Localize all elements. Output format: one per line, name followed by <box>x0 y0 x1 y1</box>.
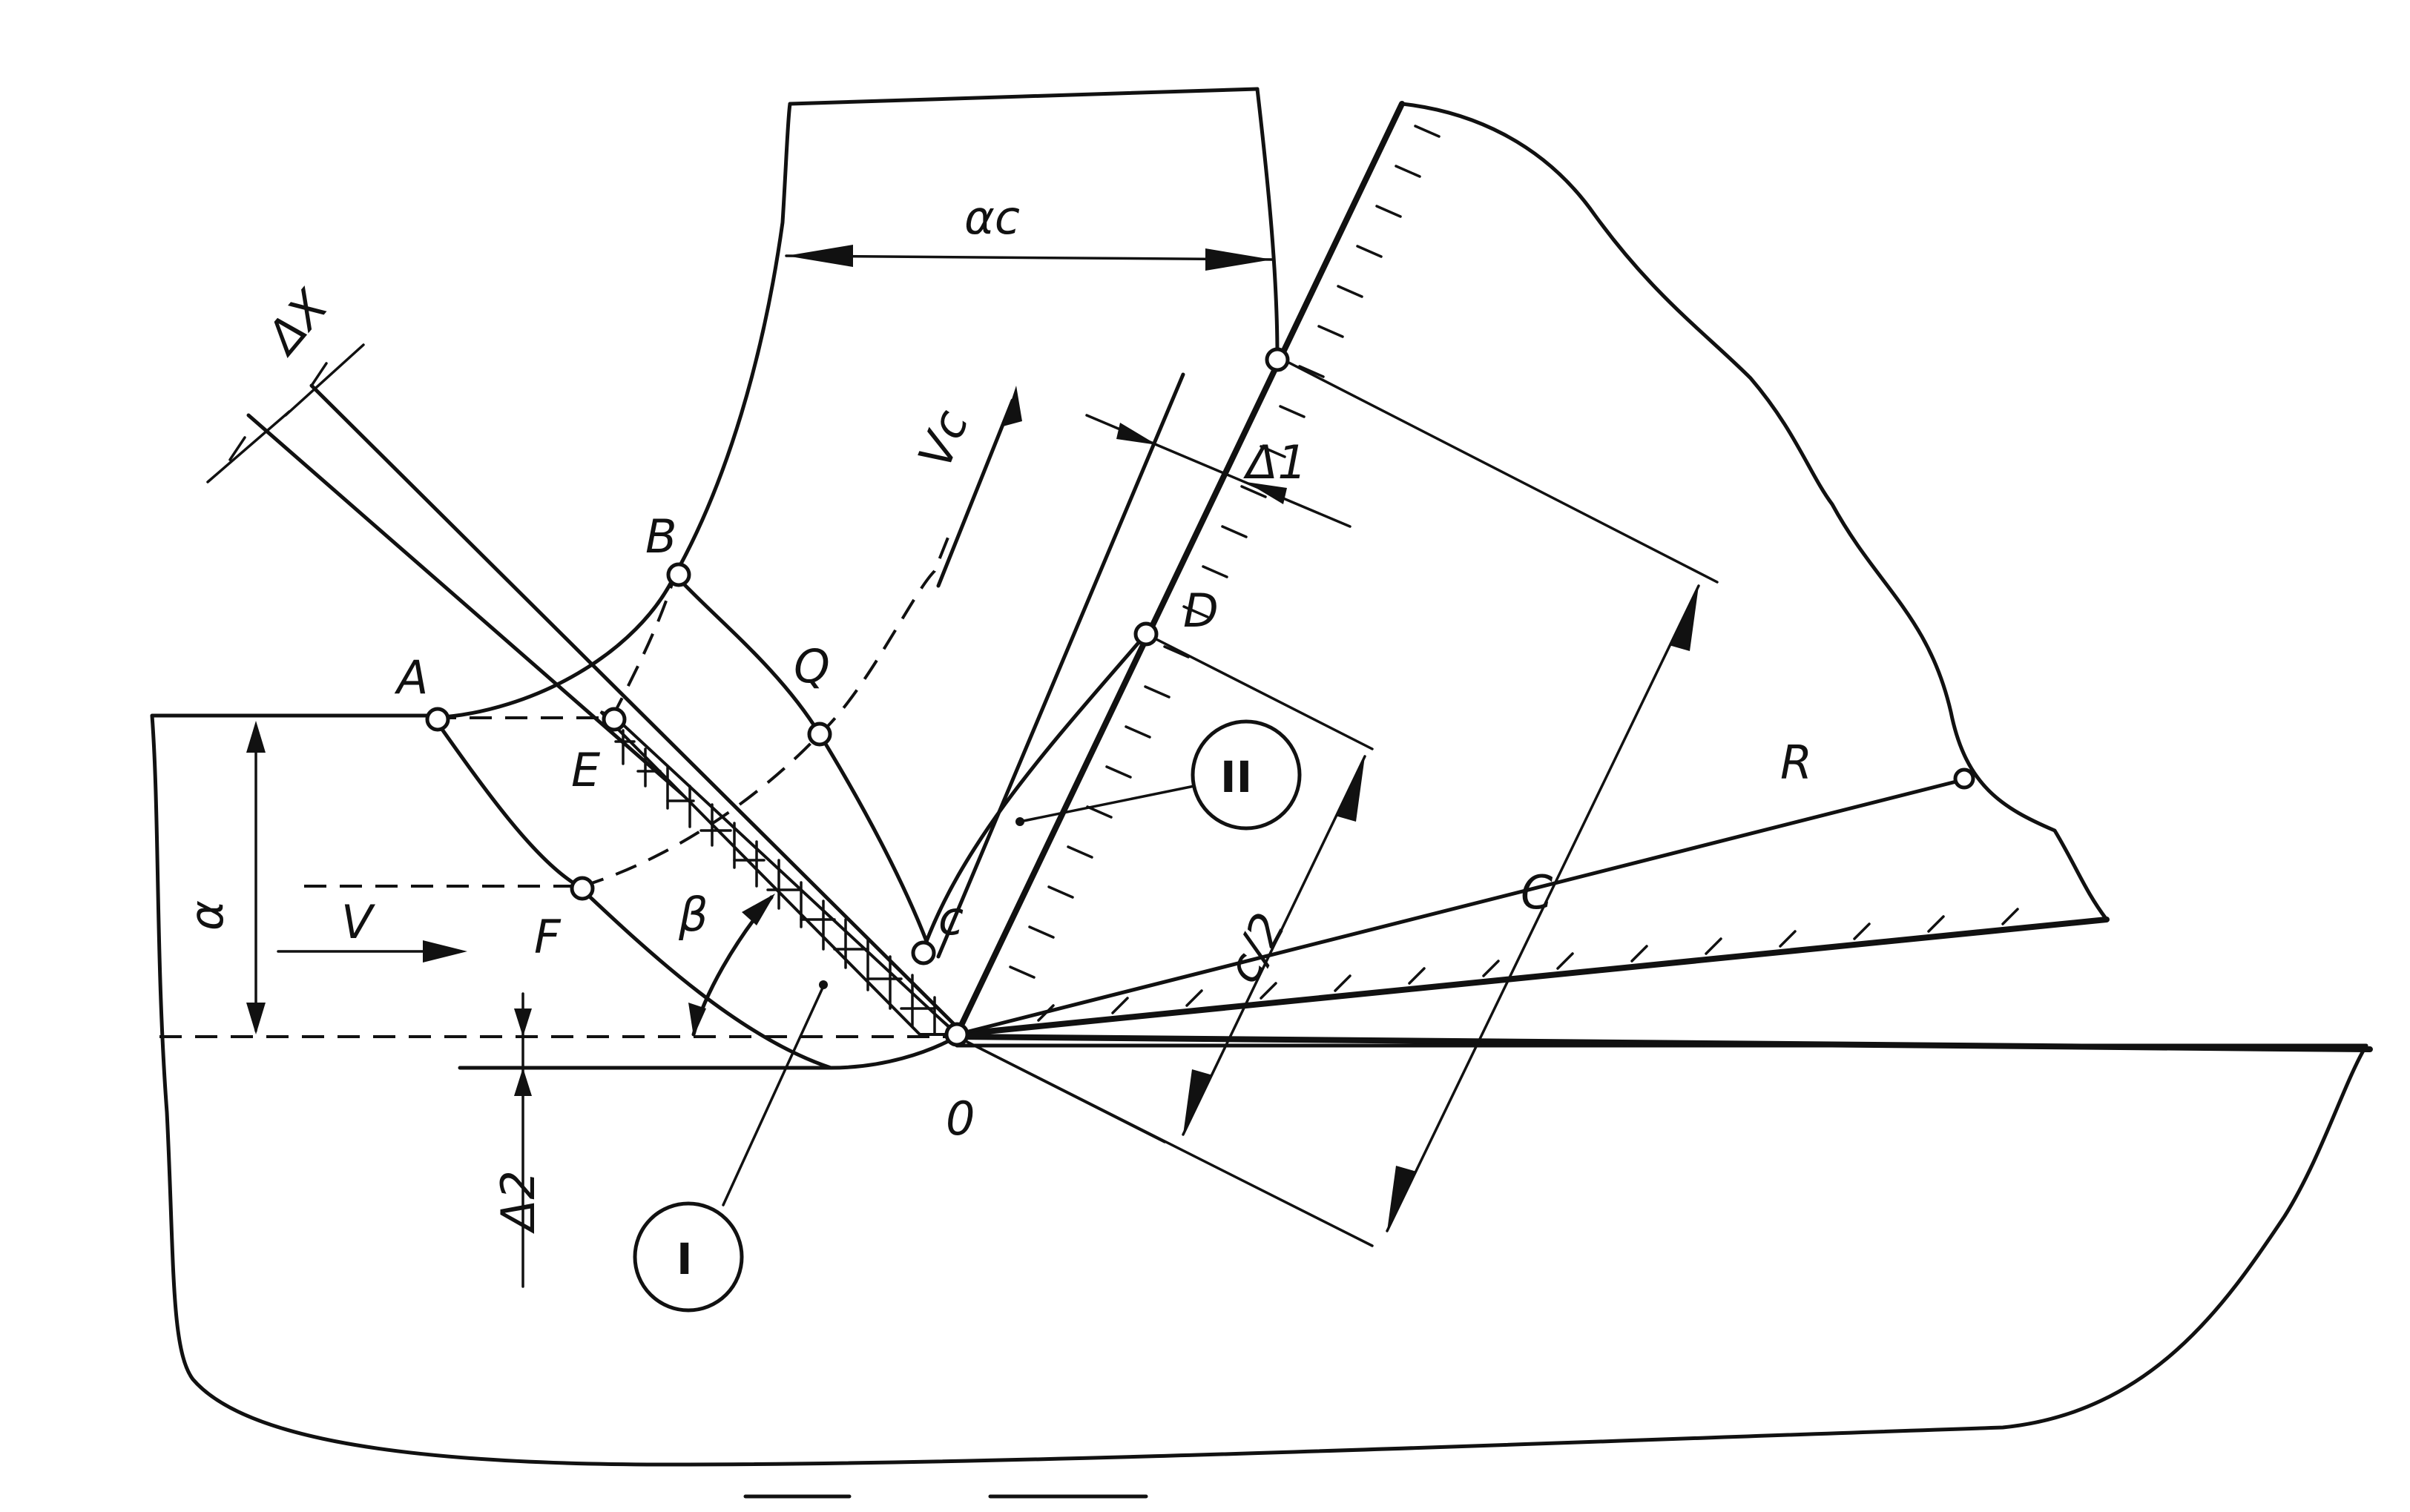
label-zone-1: I <box>676 1234 693 1284</box>
a-arrow-bottom <box>246 1003 266 1034</box>
ac-arrow-right <box>1205 248 1272 271</box>
vc-arrow-shaft <box>936 398 1015 588</box>
chip-right-edge <box>1255 87 1280 358</box>
label-a: α <box>180 900 234 931</box>
chip-flow-line <box>936 372 1185 959</box>
tool-flank-face <box>954 917 2110 1037</box>
c-dimension-line <box>1386 584 1700 1232</box>
zone-2-circle <box>1191 719 1302 831</box>
dx-extension-1 <box>206 410 291 483</box>
tool-rake-face <box>954 101 1405 1037</box>
delta1-arrow-1 <box>1116 423 1157 445</box>
label-dx: ΔX <box>254 280 339 366</box>
dashed-f-q <box>582 733 821 888</box>
tool-back-outline <box>1400 102 2109 922</box>
ac-arrow-left <box>786 245 853 267</box>
point-E <box>602 707 627 732</box>
curve-c-d <box>921 632 1148 951</box>
label-E: E <box>571 743 601 797</box>
c-arrow-top <box>1669 586 1699 651</box>
point-Q <box>807 722 832 747</box>
c-extension-top <box>1274 354 1719 584</box>
point-A <box>425 707 450 732</box>
c-half-dimension-line <box>1182 755 1366 1136</box>
beta-arrow-head <box>742 894 775 925</box>
label-B: B <box>645 509 677 564</box>
dashed-q-vc <box>818 533 951 736</box>
dx-extension-2 <box>284 343 365 417</box>
beta-arrow-base <box>688 1003 706 1037</box>
dx-tick-left <box>228 436 246 461</box>
shear-plane-line-inner <box>309 383 959 1029</box>
label-delta1: Δ1 <box>1243 435 1307 489</box>
label-D: D <box>1183 584 1219 638</box>
point-c-small <box>911 940 936 965</box>
c-extension-bottom <box>955 1035 1374 1247</box>
label-zone-2: II <box>1220 752 1252 802</box>
zone-1-leader <box>722 985 825 1206</box>
flank-face-hatching <box>1037 908 2019 1022</box>
resultant-force-line <box>955 778 1964 1037</box>
label-R: R <box>1780 736 1812 790</box>
dx-tick-right <box>310 362 328 387</box>
zone-2-leader <box>1018 785 1196 823</box>
label-A: A <box>394 650 428 704</box>
label-vc: Vc <box>908 403 979 475</box>
delta2-arrow-top <box>514 1008 532 1037</box>
zone-1-circle <box>633 1201 744 1313</box>
label-C: C <box>1521 865 1553 920</box>
label-O: 0 <box>946 1092 975 1146</box>
label-c-small: c <box>938 891 964 945</box>
label-c-half: c/2 <box>1216 904 1297 991</box>
c-half-extension-top <box>1145 633 1374 750</box>
c-half-arrow-bottom <box>1183 1069 1213 1135</box>
v-arrow-head <box>423 940 467 963</box>
point-R <box>1953 767 1975 790</box>
rake-face-hatching <box>1009 125 1441 979</box>
delta2-arrow-bottom <box>514 1068 532 1096</box>
chip-top-edge <box>788 87 1260 106</box>
c-arrow-bottom <box>1387 1166 1417 1231</box>
label-delta2: Δ2 <box>491 1170 545 1234</box>
label-F: F <box>534 910 562 964</box>
shear-zone-grid <box>614 729 936 1036</box>
point-rake-top <box>1265 347 1290 372</box>
vc-arrow-head <box>1003 386 1022 426</box>
chip-left-edge <box>432 102 792 720</box>
zone-1-leader-dot <box>819 980 828 989</box>
machined-surface-curve <box>829 1034 959 1070</box>
point-B <box>666 562 691 587</box>
machined-surface <box>954 1034 2373 1052</box>
delta1-arrow-2 <box>1246 482 1287 504</box>
point-O <box>944 1022 969 1047</box>
curve-a-f-o <box>432 716 833 1070</box>
zone-2-leader-dot <box>1015 817 1024 826</box>
label-Q: Q <box>794 639 830 693</box>
point-D <box>1133 621 1159 647</box>
dashed-e-b <box>610 574 676 719</box>
a-arrow-top <box>246 721 266 753</box>
workpiece-outline <box>150 713 2368 1467</box>
label-ac: αc <box>964 191 1020 245</box>
c-half-arrow-top <box>1335 756 1365 822</box>
label-beta: β <box>678 888 708 942</box>
ac-dimension-line <box>785 254 1274 261</box>
label-V: V <box>341 895 376 949</box>
point-F <box>570 876 595 901</box>
